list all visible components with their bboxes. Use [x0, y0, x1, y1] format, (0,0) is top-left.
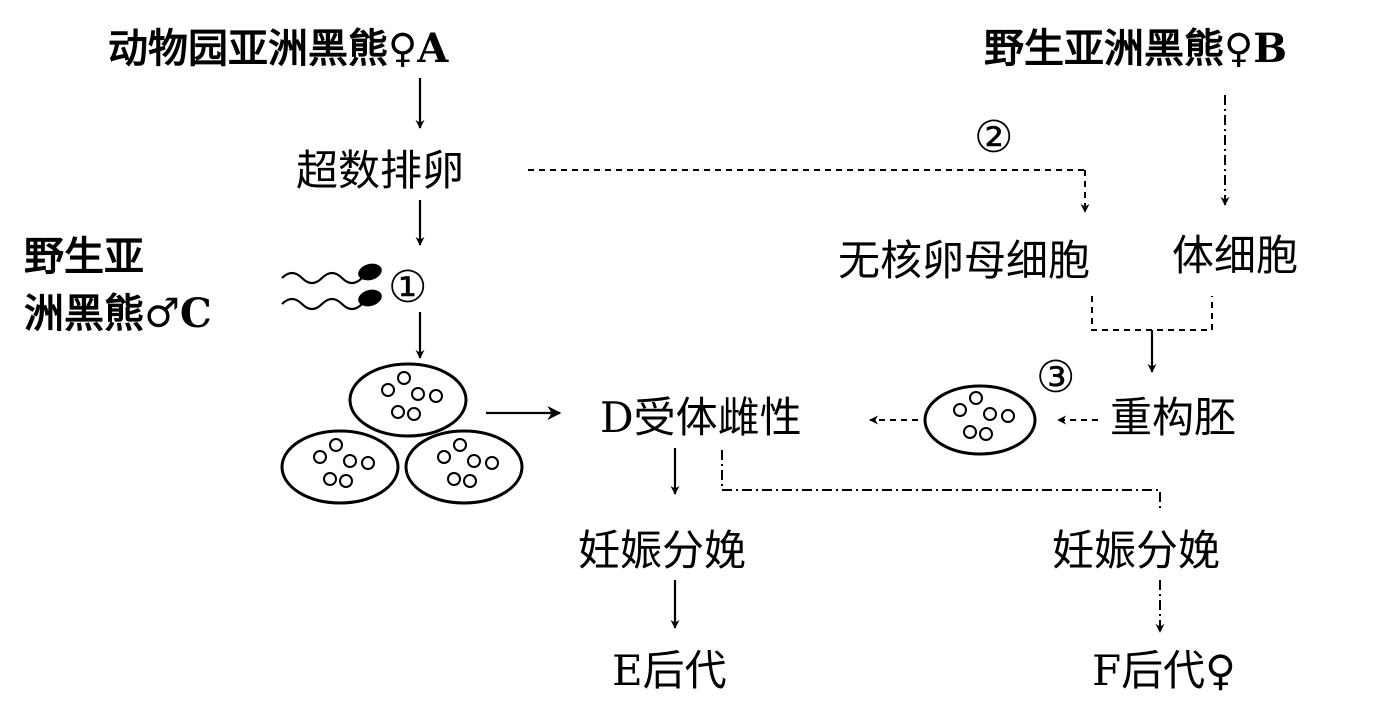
offspring-e-label: E后代 [612, 646, 727, 695]
wild-bear-c-label-line2: 洲黑熊♂C [24, 290, 212, 337]
offspring-f-label: F后代♀ [1092, 646, 1236, 695]
sperm-icon [281, 263, 382, 311]
embryo-top [348, 362, 468, 438]
step3-marker: ③ [1036, 352, 1075, 403]
embryo-bottom-left [280, 429, 400, 505]
step2-marker: ② [974, 112, 1013, 163]
wild-bear-b-label: 野生亚洲黑熊♀B [984, 25, 1287, 72]
fusion-bracket [1091, 296, 1213, 331]
enucleated-oocyte-label: 无核卵母细胞 [838, 236, 1090, 285]
cloned-embryo [923, 384, 1037, 456]
recipient-female-label: D受体雌性 [600, 393, 802, 442]
step1-marker: ① [388, 262, 427, 313]
pregnancy-left-label: 妊娠分娩 [578, 526, 746, 575]
pregnancy-right-label: 妊娠分娩 [1052, 526, 1220, 575]
zoo-bear-a-label: 动物园亚洲黑熊♀A [108, 25, 449, 72]
reconstructed-embryo-label: 重构胚 [1110, 393, 1236, 442]
dashdot-path-to-pregnancy-right [721, 450, 1161, 512]
embryo-bottom-right [404, 429, 524, 505]
wild-bear-c-label-line1: 野生亚 [24, 233, 144, 280]
superovulation-label: 超数排卵 [296, 146, 464, 195]
embryo-cluster [280, 362, 524, 505]
somatic-cell-label: 体细胞 [1172, 231, 1298, 280]
